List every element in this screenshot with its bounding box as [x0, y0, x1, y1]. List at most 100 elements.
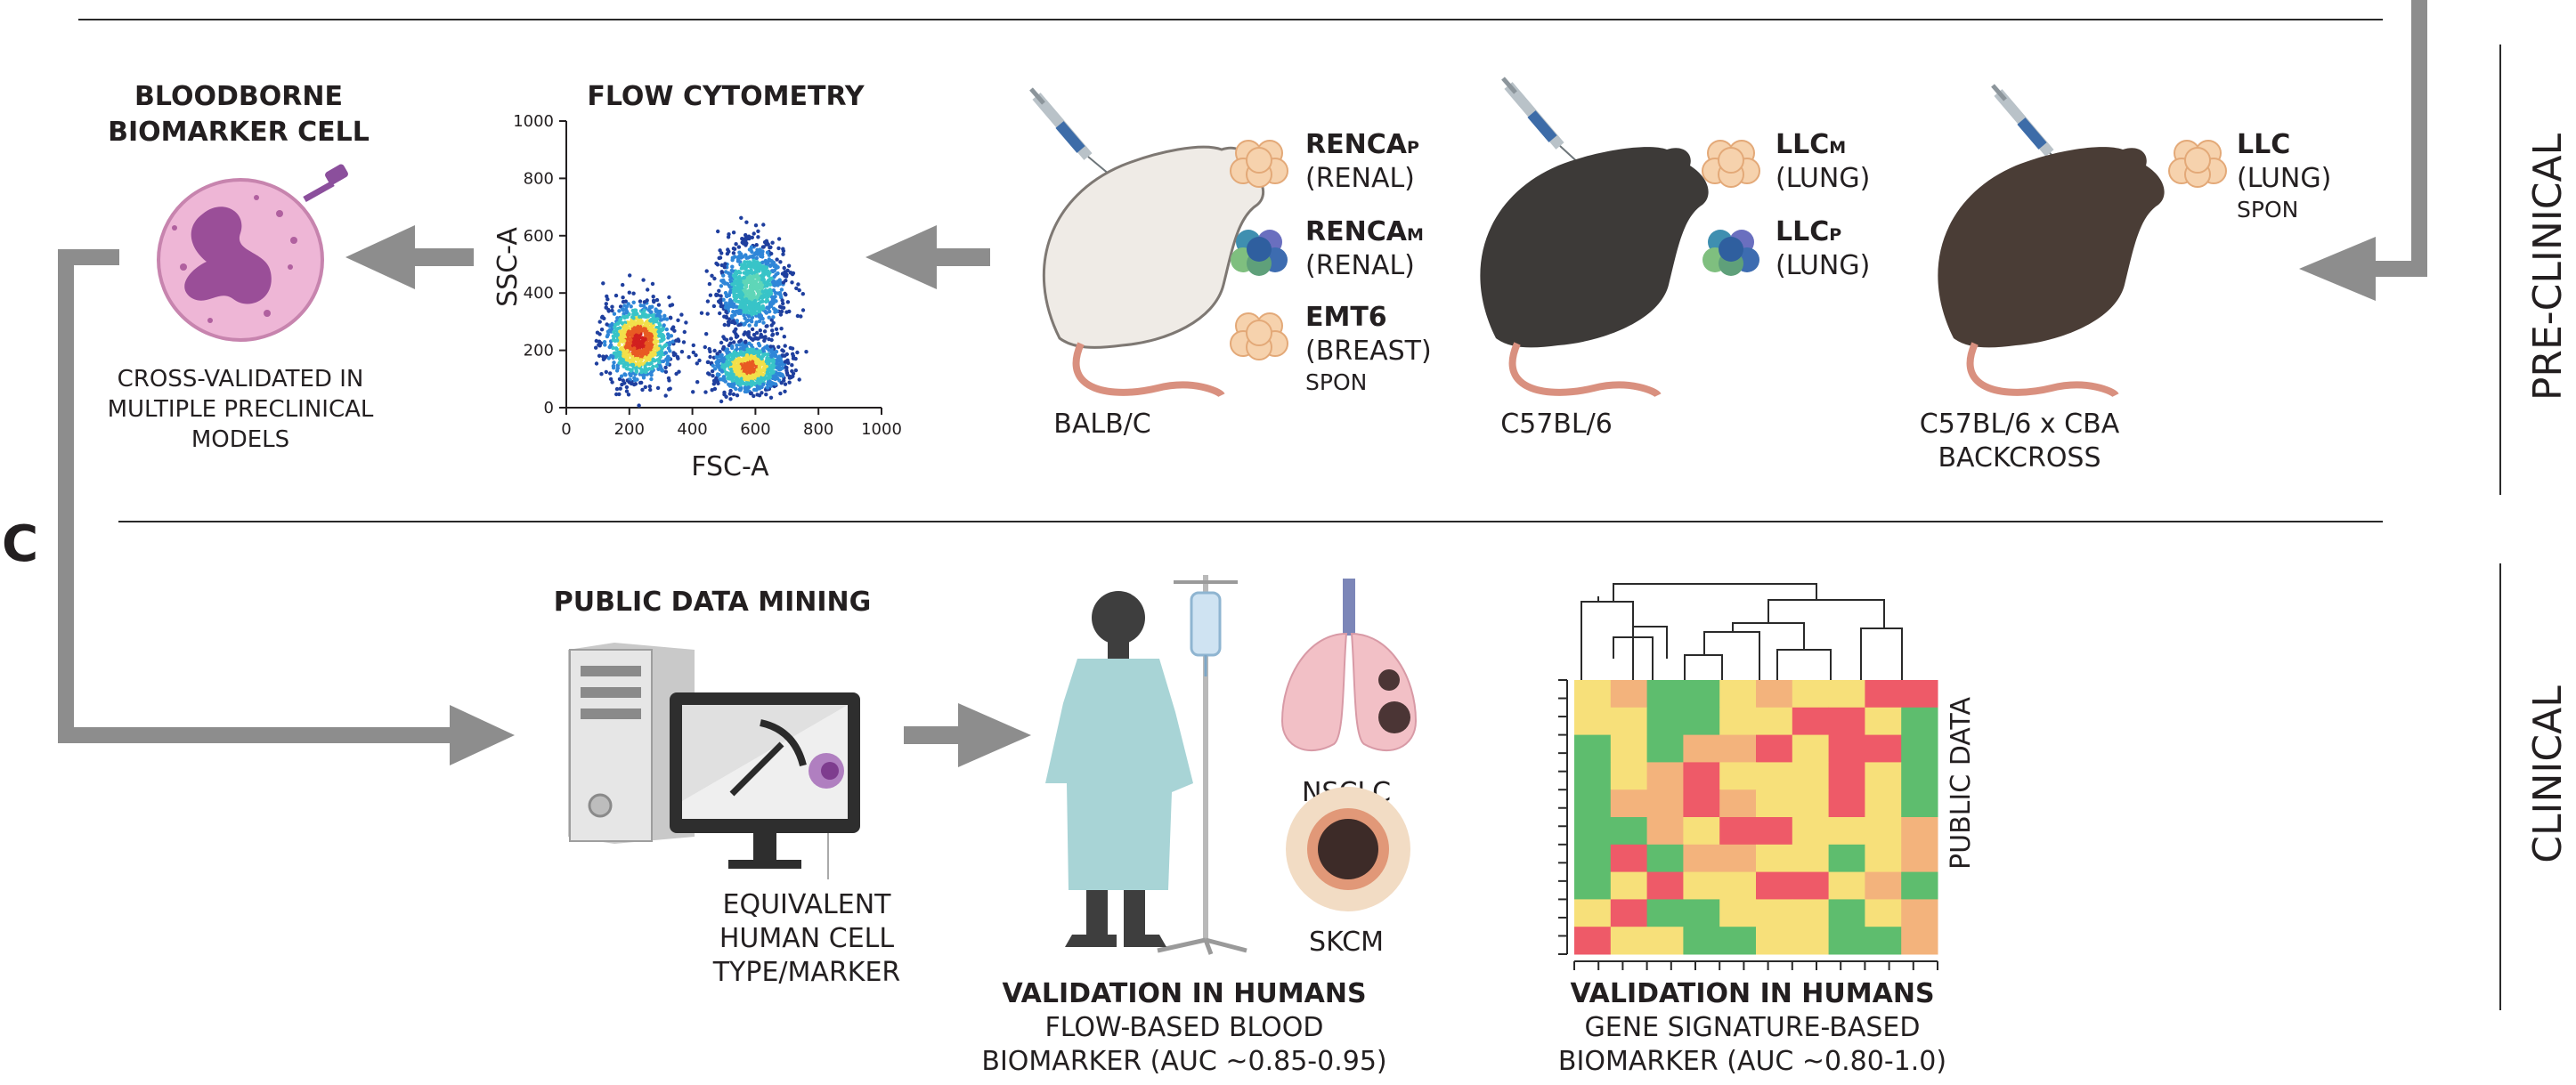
flow-event-point — [732, 360, 737, 365]
flow-event-point — [728, 289, 733, 294]
flow-event-point — [746, 385, 751, 390]
flow-event-point — [754, 330, 760, 336]
flow-event-point — [773, 353, 777, 359]
flow-event-point — [714, 355, 719, 360]
flow-event-point — [654, 297, 660, 303]
flow-event-point — [649, 377, 654, 382]
clinical-label: CLINICAL — [2525, 685, 2571, 863]
flow-event-point — [775, 309, 779, 313]
flow-event-point — [744, 237, 749, 241]
flow-event-point — [780, 298, 784, 303]
flow-event-point — [721, 273, 726, 278]
heatmap-cell — [1610, 871, 1648, 900]
biomarker-title-line2: BIOMARKER CELL — [108, 117, 370, 148]
tumor-site: (LUNG) — [2237, 163, 2331, 194]
flow-event-point — [627, 380, 631, 385]
flow-event-point — [740, 283, 744, 287]
pickaxe-icon — [729, 719, 807, 797]
flow-event-point — [729, 382, 734, 386]
flow-event-point — [660, 346, 665, 351]
flow-event-point — [727, 274, 732, 279]
flow-event-point — [666, 346, 671, 351]
flow-event-point — [621, 282, 625, 287]
flow-event-point — [750, 327, 755, 332]
flow-event-point — [604, 305, 608, 310]
flow-event-point — [622, 326, 627, 330]
flow-event-point — [654, 364, 659, 368]
flow-event-point — [715, 363, 719, 368]
flow-event-point — [724, 314, 728, 319]
flow-event-point — [744, 353, 750, 358]
flow-event-point — [627, 290, 631, 295]
flow-event-point — [783, 270, 787, 274]
heatmap-cell — [1865, 734, 1902, 763]
flow-event-point — [595, 330, 600, 335]
arrow-flow-to-cell — [345, 225, 474, 289]
flow-event-point — [744, 263, 748, 269]
flow-event-point — [778, 362, 783, 367]
flow-event-point — [724, 337, 729, 342]
heatmap-cell — [1646, 762, 1684, 790]
tumor-label: LLCP — [1776, 216, 1841, 247]
flow-event-point — [633, 308, 638, 312]
flow-event-point — [615, 366, 620, 370]
flow-event-point — [624, 311, 629, 315]
heatmap-cell — [1574, 734, 1612, 763]
flow-event-point — [804, 350, 809, 354]
flow-event-point — [771, 288, 776, 293]
flow-event-point — [604, 302, 608, 306]
flow-event-point — [726, 376, 730, 380]
heatmap-cell — [1719, 927, 1757, 955]
flow-event-point — [730, 377, 735, 383]
heatmap-cell — [1792, 734, 1830, 763]
flow-event-point — [654, 307, 658, 312]
flow-event-point — [736, 381, 742, 385]
heatmap-side-label: PUBLIC DATA — [1946, 697, 1977, 870]
heatmap-line1: GENE SIGNATURE-BASED — [1585, 1012, 1921, 1043]
flow-event-point — [721, 375, 727, 379]
flow-event-point — [729, 313, 735, 319]
flow-event-point — [695, 361, 699, 366]
heatmap-cell — [1719, 844, 1757, 873]
heatmap-cell — [1865, 707, 1902, 736]
flow-event-point — [687, 355, 691, 360]
flow-event-point — [721, 365, 727, 370]
heatmap-cell — [1683, 680, 1720, 708]
flow-event-point — [778, 391, 783, 396]
flow-event-point — [679, 350, 685, 354]
flow-event-point — [784, 310, 789, 314]
heatmap-cell — [1865, 844, 1902, 873]
flow-event-point — [761, 306, 766, 311]
flow-event-point — [718, 311, 722, 316]
tumor-label: LLC — [2237, 129, 2290, 160]
flow-event-point — [738, 338, 744, 343]
tumor-label: LLCM — [1776, 129, 1846, 160]
flow-event-point — [672, 328, 677, 333]
flow-event-point — [715, 352, 719, 356]
flow-event-point — [667, 295, 671, 300]
heatmap-cell — [1646, 927, 1684, 955]
flow-event-point — [775, 361, 779, 366]
flow-event-point — [608, 371, 613, 376]
computer-tower-icon — [568, 643, 695, 844]
flow-event-point — [726, 306, 730, 311]
flow-event-point — [639, 343, 644, 347]
flow-event-point — [754, 350, 759, 355]
flow-event-point — [722, 390, 727, 395]
flow-event-point — [624, 304, 630, 309]
flow-event-point — [725, 362, 729, 367]
flow-event-point — [697, 358, 702, 363]
heatmap-cell — [1574, 899, 1612, 927]
flow-event-point — [739, 215, 744, 220]
flow-x-tick-label: 600 — [740, 420, 770, 439]
flow-event-point — [665, 361, 670, 367]
tumor-cluster-icon — [1702, 140, 1760, 188]
flow-event-point — [719, 304, 723, 309]
tumor-labels-backcross: LLC (LUNG) SPON — [2237, 129, 2331, 223]
flow-event-point — [719, 340, 724, 345]
flow-event-point — [752, 381, 757, 386]
heatmap-cell — [1719, 707, 1757, 736]
flow-event-point — [748, 370, 752, 375]
flow-event-point — [649, 337, 654, 343]
arrow-mouse-to-flow — [865, 225, 990, 289]
